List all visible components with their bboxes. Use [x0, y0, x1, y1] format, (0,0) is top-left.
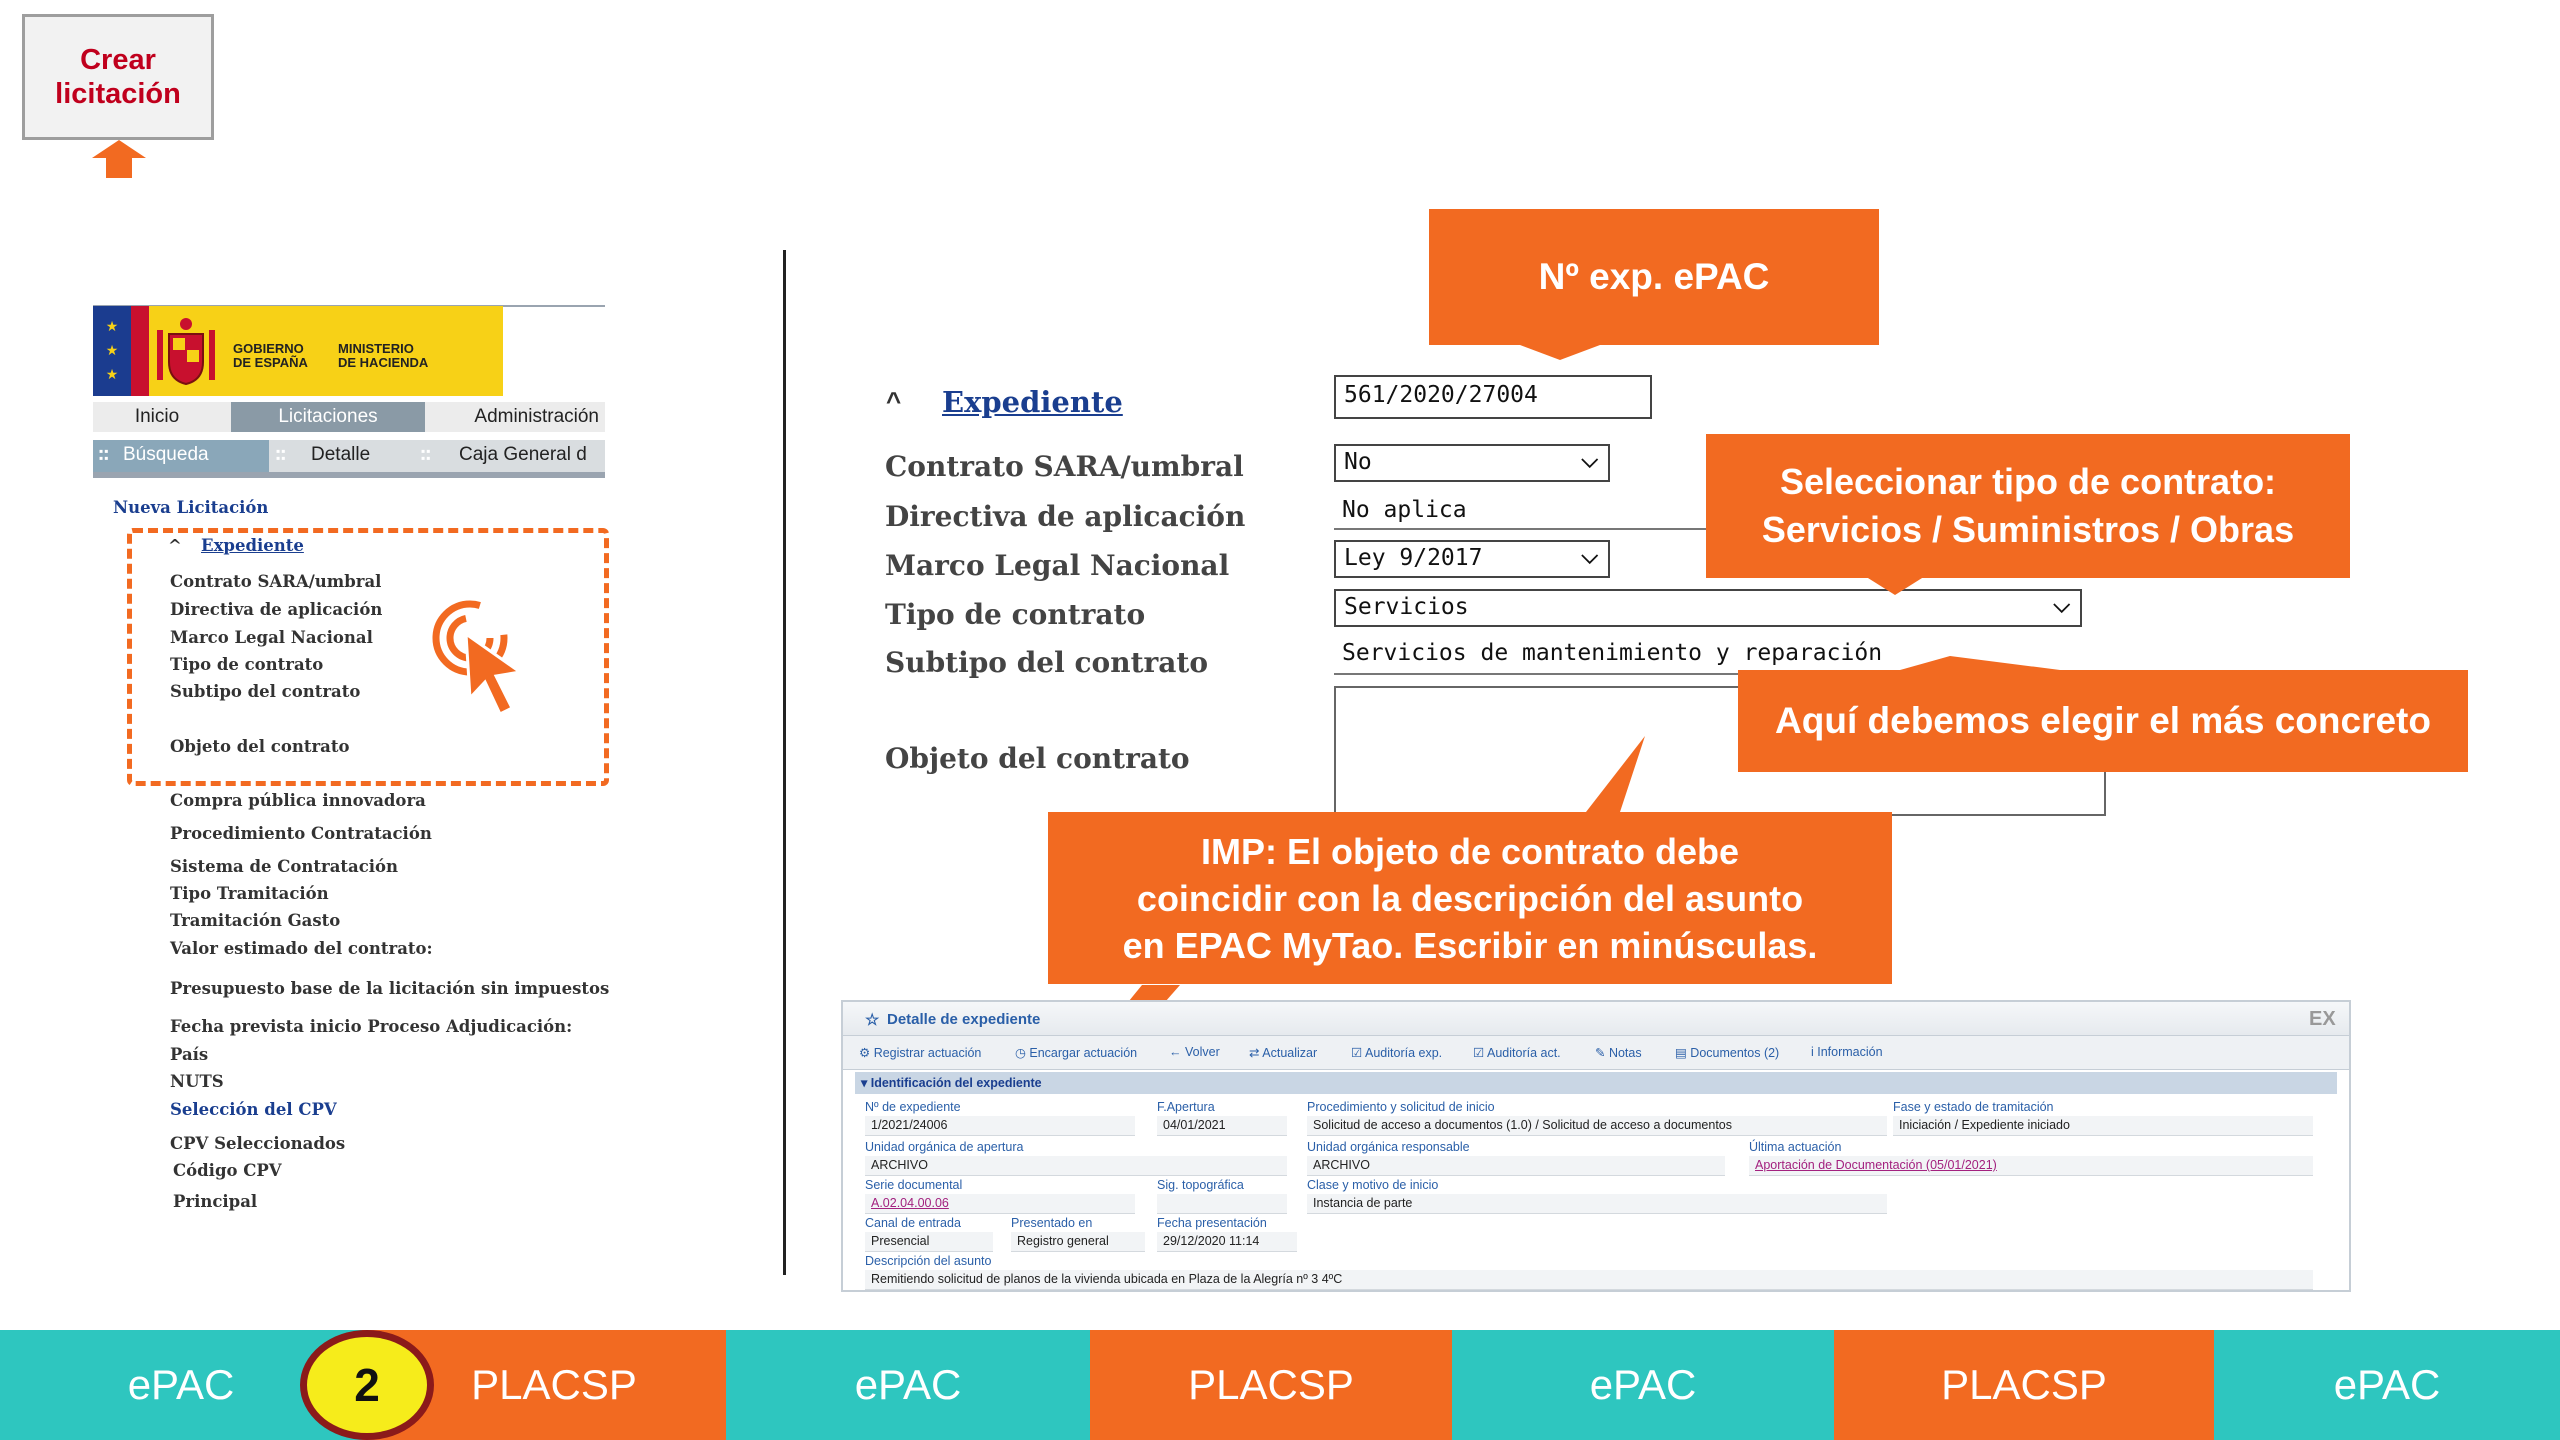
- menu-objeto-contrato[interactable]: Objeto del contrato: [170, 737, 350, 756]
- contrato-sara-select[interactable]: No⌵: [1334, 444, 1610, 482]
- menu-nuts[interactable]: NUTS: [170, 1072, 224, 1091]
- label-subtipo-contrato: Subtipo del contrato: [885, 646, 1209, 679]
- menu-fecha-prevista[interactable]: Fecha prevista inicio Proceso Adjudicaci…: [170, 1017, 573, 1036]
- detalle-presentado: Registro general: [1011, 1232, 1145, 1252]
- menu-seleccion-cpv[interactable]: Selección del CPV: [170, 1100, 337, 1119]
- tool-actualizar[interactable]: ⇄ Actualizar: [1249, 1046, 1318, 1060]
- menu-directiva[interactable]: Directiva de aplicación: [170, 600, 383, 619]
- menu-tramitacion-gasto[interactable]: Tramitación Gasto: [170, 911, 341, 930]
- label-directiva: Directiva de aplicación: [885, 500, 1246, 533]
- step-badge: 2: [300, 1330, 434, 1440]
- menu-tipo-tramitacion[interactable]: Tipo Tramitación: [170, 884, 329, 903]
- tool-registrar[interactable]: ⚙ Registrar actuación: [859, 1046, 982, 1060]
- detalle-ultima-actuacion[interactable]: Aportación de Documentación (05/01/2021): [1749, 1156, 2313, 1176]
- sub-nav: Búsqueda ▪▪▪▪ ▪▪▪▪ Detalle ▪▪▪▪ Caja Gen…: [93, 440, 605, 472]
- detalle-canal: Presencial: [865, 1232, 993, 1252]
- expediente-link[interactable]: Expediente: [201, 536, 304, 555]
- expediente-section-title[interactable]: Expediente: [942, 385, 1123, 419]
- menu-presupuesto[interactable]: Presupuesto base de la licitación sin im…: [170, 979, 610, 998]
- star-icon: ☆: [865, 1012, 880, 1029]
- menu-codigo-cpv[interactable]: Código CPV: [173, 1161, 282, 1180]
- menu-compra-publica[interactable]: Compra pública innovadora: [170, 791, 426, 810]
- subnav-busqueda[interactable]: Búsqueda: [93, 440, 269, 472]
- tab-placsp-3[interactable]: PLACSP: [1834, 1330, 2214, 1440]
- detalle-descripcion-asunto: Remitiendo solicitud de planos de la viv…: [865, 1270, 2313, 1290]
- label-contrato-sara: Contrato SARA/umbral: [885, 450, 1244, 483]
- tool-encargar[interactable]: ◷ Encargar actuación: [1015, 1046, 1138, 1060]
- menu-subtipo-contrato[interactable]: Subtipo del contrato: [170, 682, 361, 701]
- chevron-down-icon: ⌵: [1581, 448, 1598, 473]
- marco-legal-select[interactable]: Ley 9/2017⌵: [1334, 540, 1610, 578]
- menu-marco-legal[interactable]: Marco Legal Nacional: [170, 628, 373, 647]
- detalle-serie[interactable]: A.02.04.00.06: [865, 1194, 1135, 1214]
- tool-informacion[interactable]: i Información: [1811, 1045, 1883, 1059]
- process-tabs: ePAC PLACSP ePAC PLACSP ePAC PLACSP ePAC: [0, 1330, 2560, 1440]
- label-tipo-contrato: Tipo de contrato: [885, 598, 1146, 631]
- menu-cpv-seleccionados[interactable]: CPV Seleccionados: [170, 1134, 346, 1153]
- click-pointer-icon: [432, 600, 524, 717]
- main-nav: Inicio Licitaciones Administración: [93, 402, 605, 432]
- arrow-up-icon: [92, 140, 146, 178]
- tab-placsp-1[interactable]: PLACSP: [362, 1330, 726, 1440]
- tool-notas[interactable]: ✎ Notas: [1595, 1046, 1642, 1060]
- tool-auditoria-act[interactable]: ☑ Auditoría act.: [1473, 1046, 1561, 1060]
- menu-principal[interactable]: Principal: [173, 1192, 258, 1211]
- nueva-licitacion-title: Nueva Licitación: [113, 498, 269, 517]
- callout-mas-concreto: Aquí debemos elegir el más concreto: [1738, 670, 2468, 772]
- tool-volver[interactable]: ← Volver: [1169, 1045, 1220, 1059]
- expediente-number-input[interactable]: 561/2020/27004: [1334, 375, 1652, 419]
- highlight-dashed-box: [127, 528, 609, 786]
- detalle-fecha: 29/12/2020 11:14: [1157, 1232, 1297, 1252]
- detalle-sig: [1157, 1194, 1287, 1214]
- detalle-clase: Instancia de parte: [1307, 1194, 1887, 1214]
- menu-procedimiento[interactable]: Procedimiento Contratación: [170, 824, 432, 843]
- detalle-num-expediente: 1/2021/24006: [865, 1116, 1135, 1136]
- tool-documentos[interactable]: ▤ Documentos (2): [1675, 1046, 1780, 1060]
- label-objeto-contrato: Objeto del contrato: [885, 742, 1190, 775]
- tab-epac-2[interactable]: ePAC: [726, 1330, 1090, 1440]
- tool-auditoria-exp[interactable]: ☑ Auditoría exp.: [1351, 1046, 1443, 1060]
- nav-licitaciones[interactable]: Licitaciones: [231, 402, 425, 432]
- chevron-down-icon: ⌵: [2053, 593, 2070, 618]
- directiva-field[interactable]: No aplica: [1334, 494, 1714, 530]
- menu-pais[interactable]: País: [170, 1045, 209, 1064]
- detalle-apertura: 04/01/2021: [1157, 1116, 1287, 1136]
- menu-valor-estimado[interactable]: Valor estimado del contrato:: [170, 939, 433, 958]
- coat-of-arms-icon: [157, 318, 215, 386]
- vertical-divider: [783, 250, 786, 1275]
- ex-corner: EX: [2309, 1008, 2336, 1030]
- callout-exp-epac: Nº exp. ePAC: [1429, 209, 1879, 345]
- tipo-contrato-select[interactable]: Servicios⌵: [1334, 589, 2082, 627]
- chevron-up-icon[interactable]: ^: [168, 536, 182, 555]
- callout-tipo-contrato: Seleccionar tipo de contrato:Servicios /…: [1706, 434, 2350, 578]
- detalle-fase: Iniciación / Expediente iniciado: [1893, 1116, 2313, 1136]
- menu-sistema[interactable]: Sistema de Contratación: [170, 857, 399, 876]
- crear-licitacion-button[interactable]: Crear licitación: [22, 14, 214, 140]
- menu-tipo-contrato[interactable]: Tipo de contrato: [170, 655, 324, 674]
- subnav-caja-general[interactable]: Caja General d: [459, 444, 587, 465]
- chevron-up-icon[interactable]: ^: [886, 386, 902, 416]
- chevron-down-icon: ⌵: [1581, 544, 1598, 569]
- detalle-toolbar: ⚙ Registrar actuación ◷ Encargar actuaci…: [843, 1036, 2349, 1070]
- nav-inicio[interactable]: Inicio: [134, 406, 180, 427]
- identificacion-section[interactable]: ▾ Identificación del expediente: [855, 1072, 2337, 1094]
- detalle-procedimiento: Solicitud de acceso a documentos (1.0) /…: [1307, 1116, 1887, 1136]
- detalle-unidad: ARCHIVO: [865, 1156, 1287, 1176]
- detalle-unidad-responsable: ARCHIVO: [1307, 1156, 1725, 1176]
- label-marco-legal: Marco Legal Nacional: [885, 549, 1230, 582]
- tab-placsp-2[interactable]: PLACSP: [1090, 1330, 1452, 1440]
- detalle-title: Detalle de expediente: [887, 1011, 1041, 1028]
- tab-epac-4[interactable]: ePAC: [2214, 1330, 2560, 1440]
- subnav-detalle[interactable]: Detalle: [311, 444, 371, 465]
- tab-epac-3[interactable]: ePAC: [1452, 1330, 1834, 1440]
- nav-administracion[interactable]: Administración: [474, 406, 599, 427]
- detalle-expediente-screenshot: ☆ Detalle de expediente EX ⚙ Registrar a…: [841, 1000, 2351, 1292]
- menu-contrato-sara[interactable]: Contrato SARA/umbral: [170, 572, 382, 591]
